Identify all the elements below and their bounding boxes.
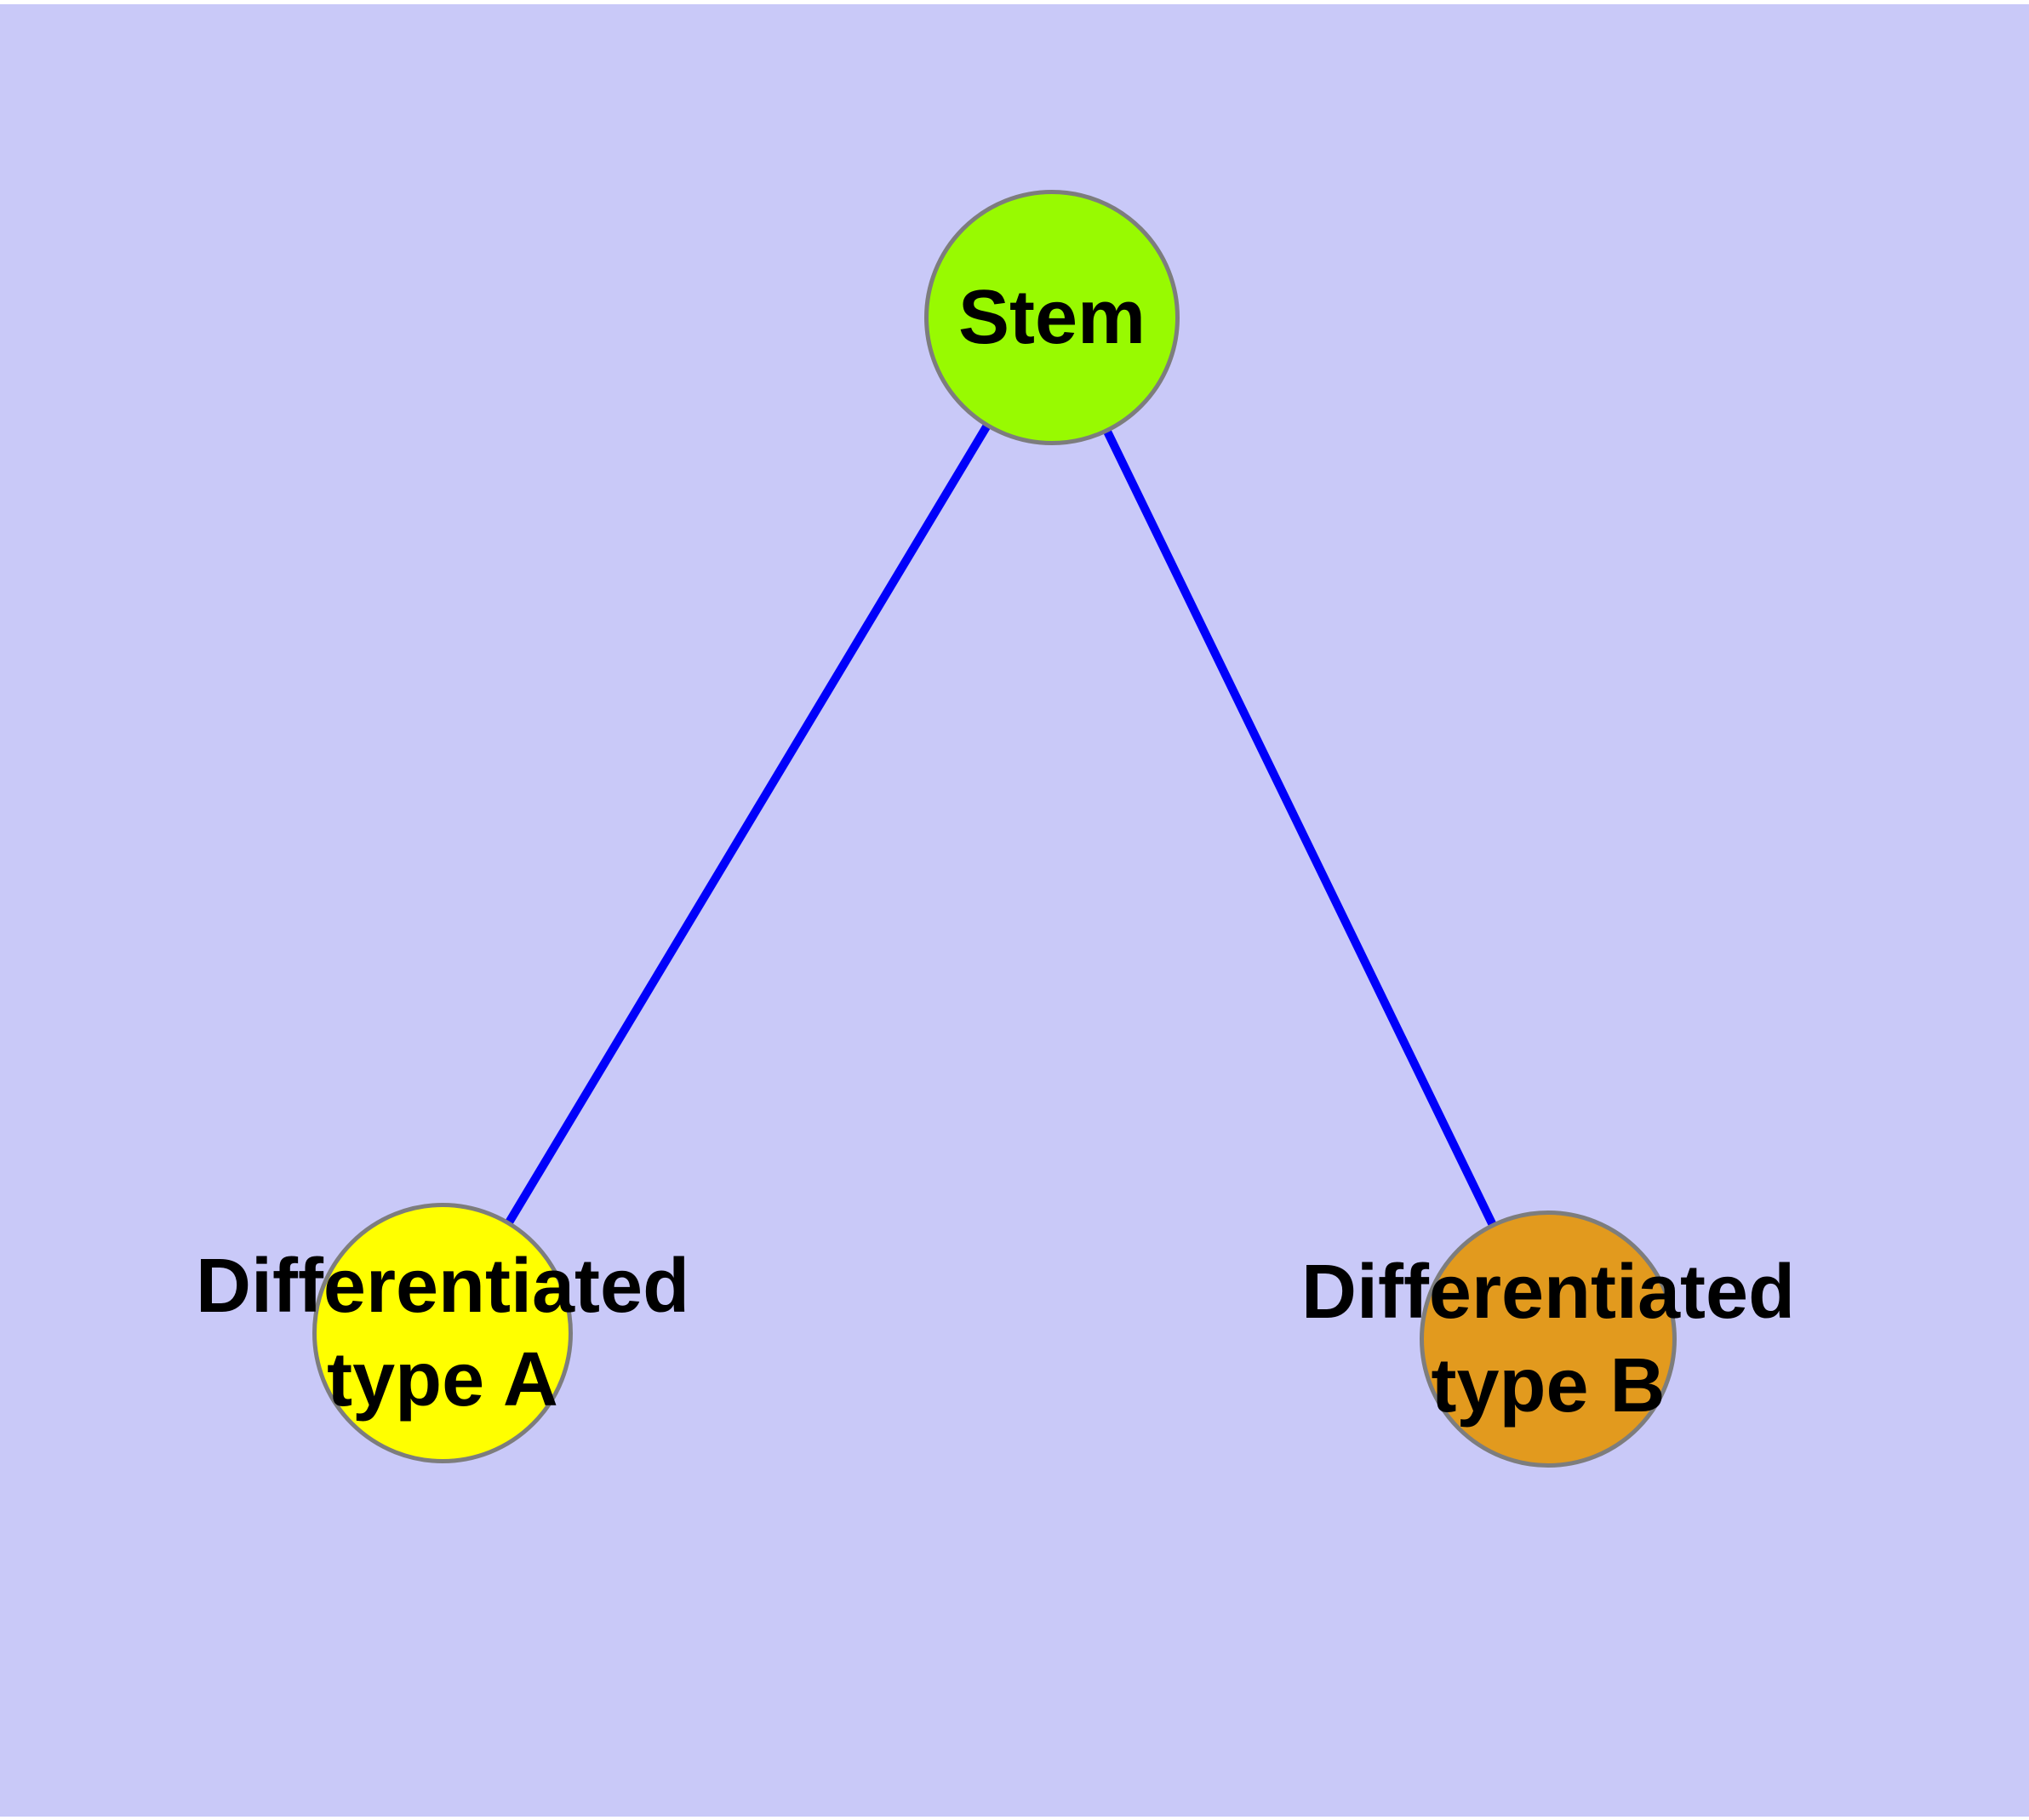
edge-stem-to-type-b (1048, 313, 1552, 1343)
node-differentiated-type-b: Differentiated type B (1301, 1210, 1795, 1468)
node-differentiated-type-a-label-line-2: type A (327, 1337, 558, 1422)
node-differentiated-type-b-label-line-2: type B (1431, 1343, 1666, 1428)
node-differentiated-type-a-label-line-1: Differentiated (195, 1244, 690, 1329)
node-differentiated-type-a: Differentiated type A (196, 1203, 689, 1463)
edge-stem-to-type-a (438, 313, 1056, 1337)
node-differentiated-type-b-label-line-1: Differentiated (1300, 1250, 1796, 1335)
node-differentiated-type-b-label: Differentiated type B (1301, 1245, 1795, 1433)
node-stem: Stem (924, 190, 1180, 445)
node-stem-label-line: Stem (957, 275, 1146, 360)
node-differentiated-type-a-label: Differentiated type A (196, 1239, 689, 1427)
node-stem-label: Stem (958, 271, 1146, 364)
